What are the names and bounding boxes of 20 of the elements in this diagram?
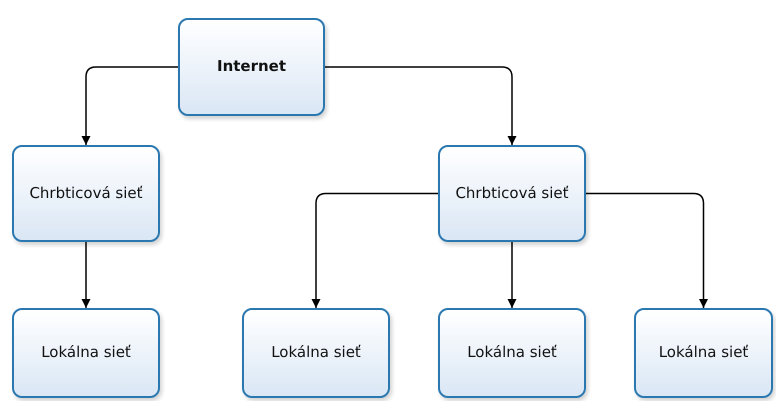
arrow — [586, 192, 708, 308]
network-box — [634, 308, 773, 398]
root-box — [178, 18, 325, 116]
arrow — [82, 66, 178, 145]
network-box — [242, 308, 390, 398]
network-box — [12, 145, 160, 242]
node-label: Lokálna sieť — [270, 342, 362, 364]
network-box — [12, 308, 160, 398]
network-box — [438, 308, 586, 398]
arrow — [508, 242, 516, 308]
node-label: Lokálna sieť — [40, 342, 132, 364]
node-label: Chrbticová sieť — [454, 182, 570, 204]
arrow — [312, 192, 438, 308]
node-label: Lokálna sieť — [466, 342, 558, 364]
network-box — [438, 145, 586, 242]
arrow — [82, 242, 90, 308]
arrow — [325, 66, 516, 145]
node-label: Chrbticová sieť — [28, 182, 144, 204]
node-label: Internet — [216, 56, 288, 78]
node-label: Lokálna sieť — [658, 342, 750, 364]
